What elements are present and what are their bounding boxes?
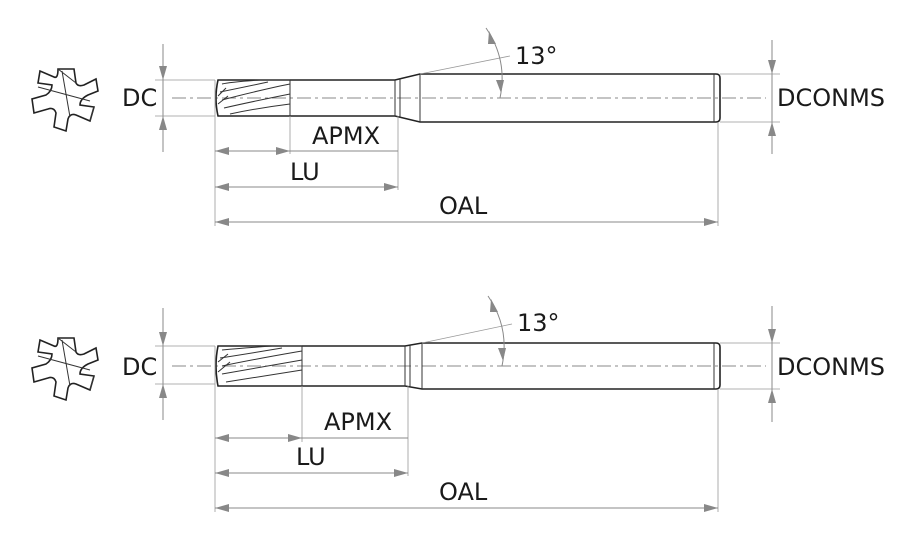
lu-label: LU: [296, 443, 326, 471]
view-2: DC 13° DCONMS: [31, 295, 885, 512]
dconms-label: DCONMS: [777, 84, 885, 112]
view-1: DC 13°: [31, 27, 885, 226]
angle-label: 13°: [515, 42, 558, 70]
dc-label: DC: [122, 84, 157, 112]
dconms-label: DCONMS: [777, 353, 885, 381]
tool-body-outline: [215, 342, 721, 390]
tool-body-outline: [215, 73, 721, 123]
oal-label: OAL: [439, 192, 488, 220]
apmx-label: APMX: [312, 122, 380, 150]
angle-label: 13°: [517, 309, 560, 337]
flutes: [217, 79, 291, 115]
apmx-label: APMX: [324, 408, 392, 436]
oal-label: OAL: [439, 478, 488, 506]
end-mill-cross-section-icon: [31, 337, 99, 401]
lu-label: LU: [290, 158, 320, 186]
dc-label: DC: [122, 353, 157, 381]
end-mill-cross-section-icon: [31, 68, 99, 132]
flutes: [217, 345, 303, 383]
